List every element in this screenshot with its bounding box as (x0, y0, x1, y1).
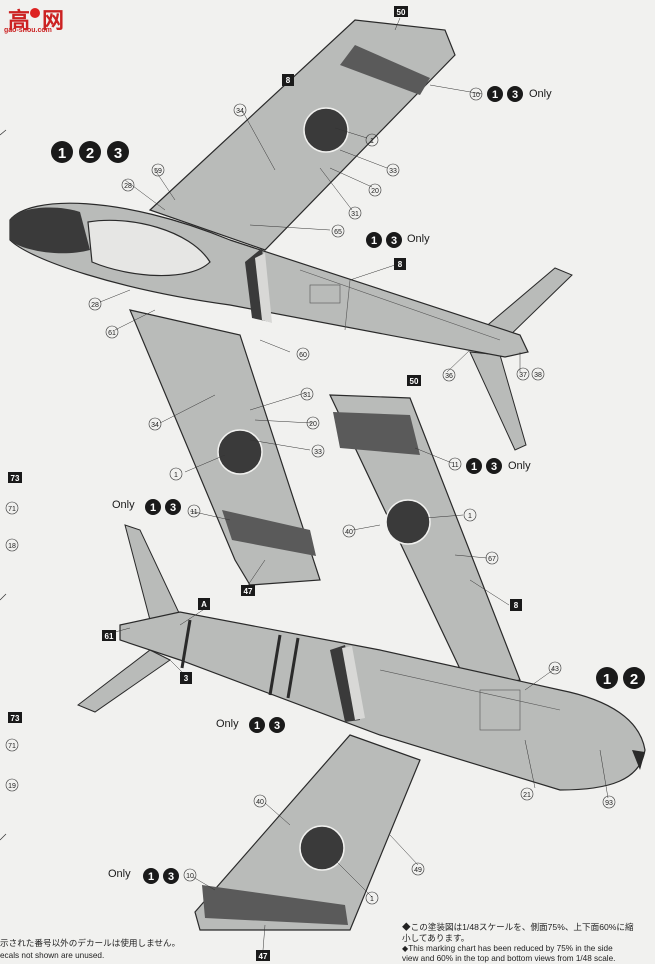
only-label: Only (508, 460, 531, 472)
logo-url: gao-shou.com (4, 27, 52, 34)
badge-digit-1: 1 (371, 235, 377, 247)
callout-61: 61 (108, 330, 116, 337)
callout-33: 33 (314, 449, 322, 456)
badge-set-12: 1 2 (596, 667, 645, 689)
bottom-view-aircraft (77, 394, 646, 931)
badge-digit-1: 1 (471, 461, 477, 473)
callout-A: A (201, 600, 207, 609)
badge-digit-1: 1 (492, 89, 498, 101)
badge-digit-3: 3 (168, 871, 174, 883)
callout-47: 47 (244, 587, 253, 596)
callout-34: 34 (151, 422, 159, 429)
callout-61: 61 (105, 632, 114, 641)
callout-8: 8 (286, 76, 291, 85)
callout-10: 10 (186, 873, 194, 880)
badge-digit-2: 2 (86, 145, 94, 162)
badge-digit-2: 2 (630, 671, 638, 688)
logo-text-left: 高 (8, 9, 33, 34)
callout-1: 1 (370, 896, 374, 903)
callout-11: 11 (451, 462, 458, 469)
note-japanese-2: 小してあります。 (402, 933, 470, 943)
badge-only-13-bottom-wing: Only 1 3 (108, 868, 179, 884)
badge-digit-3: 3 (391, 235, 397, 247)
note-left-japanese: 示された番号以外のデカールは使用しません。 (0, 938, 181, 948)
badge-digit-3: 3 (491, 461, 497, 473)
note-left-english: ecals not shown are unused. (0, 951, 105, 960)
callout-40: 40 (256, 799, 264, 806)
logo-text-right: 网 (42, 9, 67, 34)
callout-8: 8 (398, 260, 403, 269)
callout-38: 38 (534, 372, 542, 379)
only-label-left: Only (216, 718, 239, 730)
callout-33: 33 (389, 168, 397, 175)
edge-ticks (0, 129, 7, 841)
callout-10: 10 (472, 92, 480, 99)
callout-67: 67 (488, 556, 496, 563)
badge-only-13-bottom-fuselage: Only 1 3 (216, 717, 285, 733)
badge-13-only-right-wing: 1 3 Only (466, 458, 531, 474)
callout-50: 50 (397, 8, 406, 17)
top-view-aircraft (9, 19, 573, 586)
badge-digit-3: 3 (512, 89, 518, 101)
callouts (99, 17, 609, 951)
callout-31: 31 (351, 211, 359, 218)
callout-73: 73 (11, 714, 20, 723)
callout-28: 28 (91, 302, 99, 309)
only-label-left: Only (108, 868, 131, 880)
logo-dot (30, 8, 40, 18)
callout-43: 43 (551, 666, 559, 673)
callout-28: 28 (124, 183, 132, 190)
callout-71: 71 (8, 743, 16, 750)
callout-1: 1 (370, 138, 374, 145)
note-english-1: ◆This marking chart has been reduced by … (402, 944, 613, 953)
callout-40: 40 (345, 529, 353, 536)
callout-21: 21 (523, 792, 531, 799)
badge-digit-1: 1 (58, 145, 66, 162)
callout-47: 47 (259, 952, 268, 961)
only-label-left: Only (112, 499, 135, 511)
callout-boxes: 50 8 8 50 8 47 A 61 3 47 73 73 (8, 6, 522, 961)
callout-3: 3 (184, 674, 189, 683)
callout-11: 11 (190, 509, 197, 516)
callout-34: 34 (236, 108, 244, 115)
callout-18: 18 (8, 543, 16, 550)
badge-digit-1: 1 (150, 502, 156, 514)
callout-1: 1 (468, 513, 472, 520)
callout-8: 8 (514, 601, 519, 610)
callout-50: 50 (410, 377, 419, 386)
callout-60: 60 (299, 352, 307, 359)
note-japanese-1: ◆この塗装図は1/48スケールを、側面75%、上下面60%に縮 (402, 922, 634, 932)
callout-37: 37 (519, 372, 527, 379)
only-label: Only (529, 88, 552, 100)
callout-65: 65 (334, 229, 342, 236)
callout-20: 20 (309, 421, 317, 428)
callout-73: 73 (11, 474, 20, 483)
badge-digit-1: 1 (254, 720, 260, 732)
badge-digit-3: 3 (114, 145, 122, 162)
callout-71: 71 (8, 506, 16, 513)
badge-digit-3: 3 (274, 720, 280, 732)
circled-callouts: 10 1 34 33 20 31 59 28 65 28 61 60 36 37… (5, 87, 616, 905)
callout-93: 93 (605, 800, 613, 807)
callout-19: 19 (8, 783, 16, 790)
callout-1: 1 (174, 472, 178, 479)
callout-59: 59 (154, 168, 162, 175)
only-label: Only (407, 233, 430, 245)
callout-49: 49 (414, 867, 422, 874)
watermark-logo: 高 网 gao-shou.com (2, 3, 80, 37)
badge-digit-3: 3 (170, 502, 176, 514)
callout-31: 31 (303, 392, 311, 399)
badge-13-only-fuselage: 1 3 Only (366, 232, 430, 248)
note-english-2: view and 60% in the top and bottom views… (402, 954, 616, 963)
badge-13-only-top: 1 3 Only (487, 86, 552, 102)
badge-only-13-lower-wing: Only 1 3 (112, 499, 181, 515)
callout-20: 20 (371, 188, 379, 195)
badge-set-123: 1 2 3 (48, 140, 132, 164)
badge-digit-1: 1 (148, 871, 154, 883)
callout-36: 36 (445, 373, 453, 380)
badge-digit-1: 1 (603, 671, 611, 688)
